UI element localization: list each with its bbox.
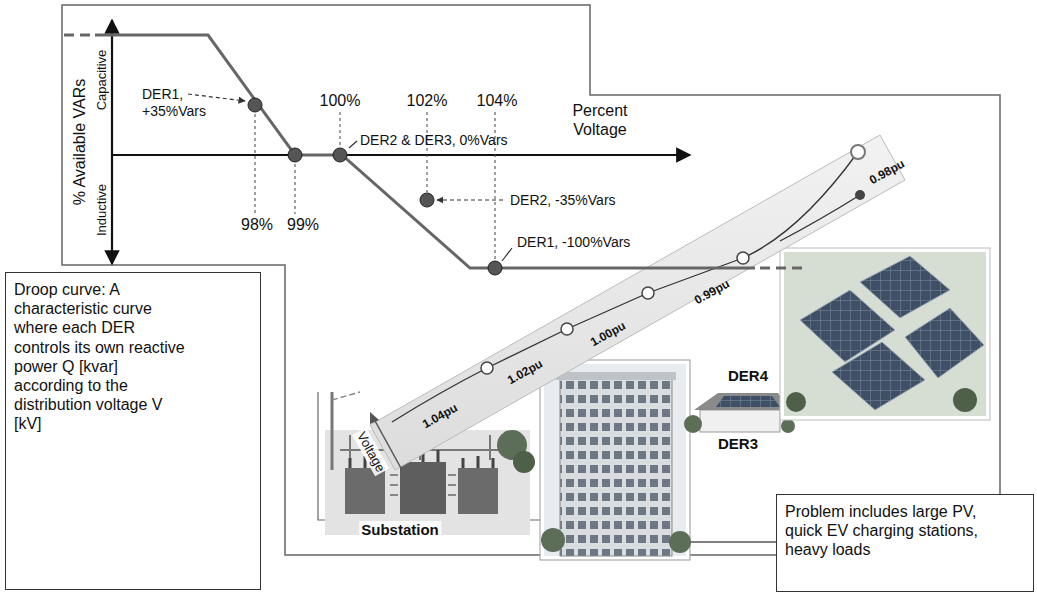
axis-region: Inductive [94, 184, 110, 236]
tick-label: 100% [320, 91, 361, 110]
place-label: Substation [359, 521, 441, 539]
axis-title: Percent Voltage [556, 101, 644, 139]
building-picture [540, 360, 691, 560]
house-picture [684, 393, 795, 433]
pv-array-picture [780, 248, 990, 420]
operating-points [248, 98, 502, 275]
tick-label: 102% [407, 91, 448, 110]
substation-picture [325, 392, 535, 535]
note-box: Problem includes large PV, quick EV char… [776, 494, 1034, 592]
voltage-strip [370, 135, 905, 470]
point-callout: DER2, -35%Vars [508, 192, 618, 209]
tick-label: 104% [477, 91, 518, 110]
point-callout: DER2 & DER3, 0%Vars [360, 132, 508, 149]
place-label: DER3 [716, 435, 760, 453]
axes [112, 20, 690, 264]
place-label: DER4 [726, 367, 770, 385]
leader-lines [188, 94, 512, 261]
axis-title: % Available VARs [70, 79, 89, 206]
droop-curve [64, 35, 808, 268]
point-callout: DER1, +35%Vars [142, 86, 218, 120]
tick-label: 98% [241, 215, 273, 234]
tick-label: 99% [287, 215, 319, 234]
note-text: Droop curve: A characteristic curve wher… [14, 280, 186, 434]
note-box: Droop curve: A characteristic curve wher… [5, 272, 261, 590]
point-callout: DER1, -100%Vars [515, 234, 632, 251]
axis-region: Capacitive [94, 50, 110, 111]
note-text: Problem includes large PV, quick EV char… [785, 502, 990, 560]
